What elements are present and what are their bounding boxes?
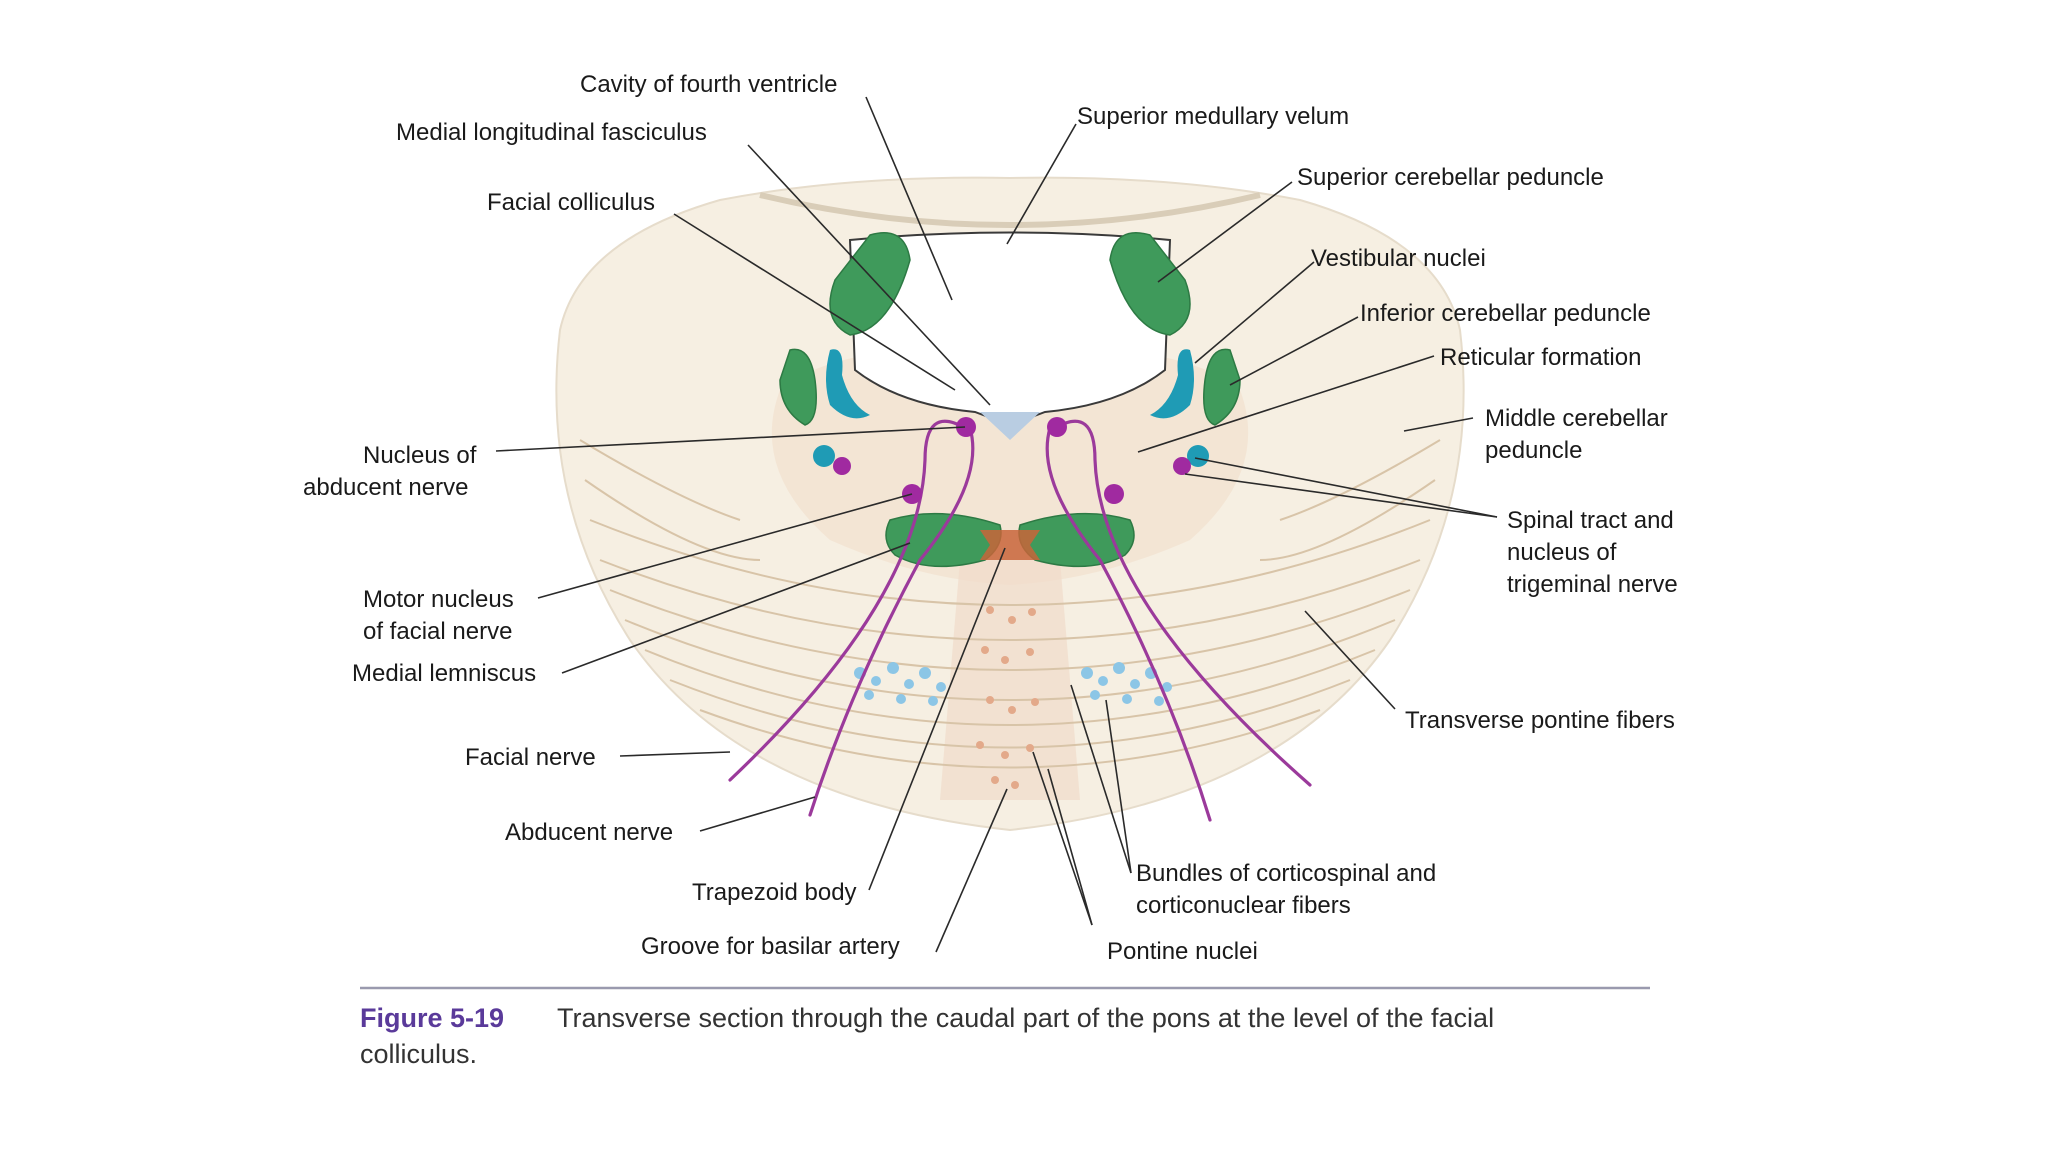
abducent-nerve-right [1045, 426, 1212, 822]
label-bundles-line2: corticonuclear fibers [1136, 892, 1351, 919]
vestibular-nuclei-left [826, 349, 870, 419]
figure-number: Figure 5-19 [360, 1003, 504, 1033]
label-trapezoid-body: Trapezoid body [692, 879, 857, 906]
fourth-ventricle-cavity [848, 231, 1172, 427]
inferior-cerebellar-peduncle-left [779, 348, 817, 426]
abducent-nerve-left [808, 426, 975, 817]
pontine-nuclei [976, 606, 1039, 789]
superior-cerebellar-peduncle-right [1109, 232, 1191, 336]
spinal-tract-trigeminal-right [1187, 445, 1209, 467]
label-superior-medullary-velum: Superior medullary velum [1077, 103, 1349, 130]
vestibular-nuclei-right [1150, 349, 1194, 419]
abducent-nucleus-right [1047, 417, 1067, 437]
label-nucleus-abducent-line2: abducent nerve [303, 474, 468, 501]
transverse-pontine-fibers [579, 439, 1441, 769]
label-cavity-fourth-ventricle: Cavity of fourth ventricle [580, 71, 837, 98]
label-abducent-nerve: Abducent nerve [505, 819, 673, 846]
label-facial-nerve: Facial nerve [465, 744, 596, 771]
facial-nerve-left [728, 419, 967, 782]
label-medial-lemniscus: Medial lemniscus [352, 660, 536, 687]
label-reticular-formation: Reticular formation [1440, 344, 1641, 371]
median-raphe-area [940, 560, 1080, 800]
spinal-trigeminal-nucleus-left [833, 457, 851, 475]
label-facial-colliculus: Facial colliculus [487, 189, 655, 216]
label-motor-nucleus-line2: of facial nerve [363, 618, 512, 645]
label-vestibular-nuclei: Vestibular nuclei [1311, 245, 1486, 272]
corticospinal-bundles [854, 662, 1172, 706]
abducent-nucleus-left [956, 417, 976, 437]
facial-nerve-right [1053, 419, 1312, 787]
label-nucleus-abducent-line1: Nucleus of [363, 442, 477, 469]
label-spinal-tract-line2: nucleus of [1507, 539, 1617, 566]
label-middle-cerebellar-peduncle-line1: Middle cerebellar [1485, 405, 1668, 432]
superior-medullary-velum [759, 192, 1261, 228]
facial-motor-nucleus-right [1104, 484, 1124, 504]
label-spinal-tract-line3: trigeminal nerve [1507, 571, 1678, 598]
caption-line2: colliculus. [360, 1039, 477, 1069]
label-medial-longitudinal-fasciculus: Medial longitudinal fasciculus [396, 119, 707, 146]
leader-lines [495, 96, 1498, 953]
floor-median-groove [980, 412, 1040, 440]
label-bundles-line1: Bundles of corticospinal and [1136, 860, 1436, 887]
label-inferior-cerebellar-peduncle: Inferior cerebellar peduncle [1360, 300, 1651, 327]
spinal-trigeminal-nucleus-right [1173, 457, 1191, 475]
label-pontine-nuclei: Pontine nuclei [1107, 938, 1258, 965]
label-groove-basilar-artery: Groove for basilar artery [641, 933, 900, 960]
label-motor-nucleus-line1: Motor nucleus [363, 586, 514, 613]
spinal-tract-trigeminal-left [813, 445, 835, 467]
caption-line1: Transverse section through the caudal pa… [557, 1003, 1494, 1033]
superior-cerebellar-peduncle-left [829, 232, 911, 336]
labels: Cavity of fourth ventricle Medial longit… [303, 71, 1678, 965]
label-middle-cerebellar-peduncle-line2: peduncle [1485, 437, 1582, 464]
trapezoid-body [980, 530, 1040, 560]
inferior-cerebellar-peduncle-right [1203, 348, 1241, 426]
label-transverse-pontine-fibers: Transverse pontine fibers [1405, 707, 1675, 734]
label-spinal-tract-line1: Spinal tract and [1507, 507, 1674, 534]
label-superior-cerebellar-peduncle: Superior cerebellar peduncle [1297, 164, 1604, 191]
